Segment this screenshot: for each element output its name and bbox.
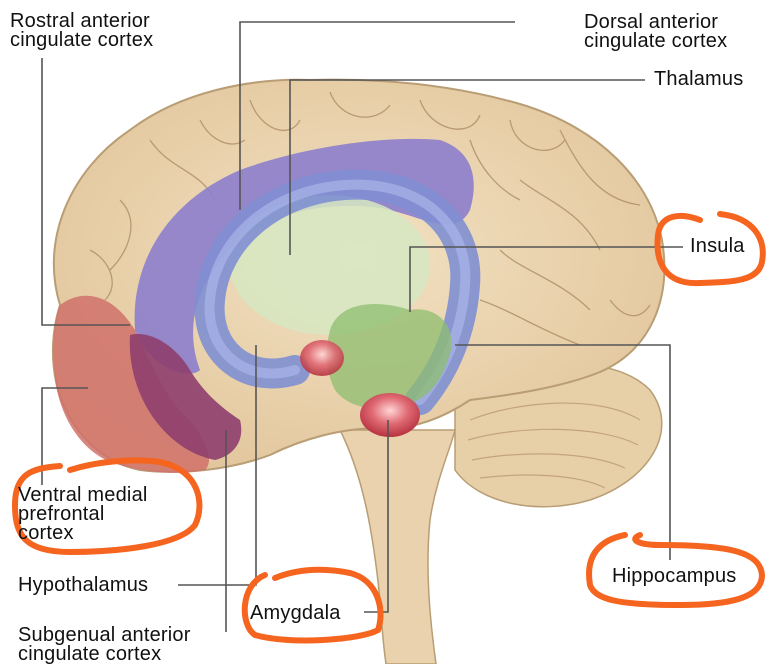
hypothalamus-shape (300, 340, 344, 376)
label-subgenual-acc: Subgenual anterior cingulate cortex (18, 626, 191, 664)
amygdala-shape (360, 393, 420, 437)
label-amygdala: Amygdala (250, 604, 341, 623)
label-insula: Insula (690, 237, 745, 256)
label-thalamus: Thalamus (654, 70, 743, 89)
brainstem (340, 430, 455, 664)
label-rostral-acc: Rostral anterior cingulate cortex (10, 12, 153, 50)
label-hypothalamus: Hypothalamus (18, 576, 148, 595)
label-dorsal-acc: Dorsal anterior cingulate cortex (584, 13, 727, 51)
label-hippocampus: Hippocampus (612, 567, 737, 586)
label-vmpfc: Ventral medial prefrontal cortex (18, 486, 148, 543)
